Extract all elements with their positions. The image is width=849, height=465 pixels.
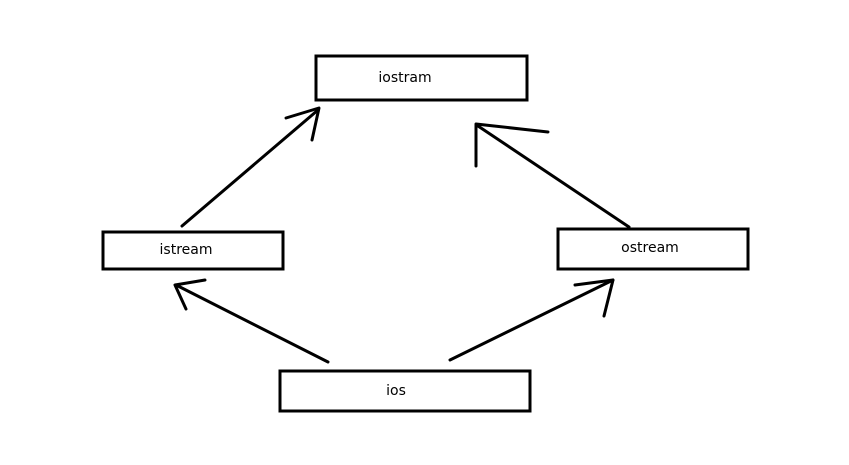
node-box [278,369,532,413]
node-ios: ios [278,369,532,413]
arrowhead [474,122,550,168]
edge-ostream-to-iostram [474,122,631,229]
node-label: ios [386,383,406,399]
arrowhead [573,278,615,318]
arrowhead [173,278,207,311]
arrow-shaft [448,278,615,362]
node-iostram: iostram [314,54,529,102]
arrowhead [284,106,321,142]
edge-ios-to-istream [173,278,330,364]
node-istream: istream [101,230,285,271]
arrow-shaft [476,124,631,229]
edge-istream-to-iostram [180,106,321,228]
node-box [556,227,750,271]
node-label: istream [160,242,213,258]
arrow-shaft [174,283,330,364]
node-box [101,230,285,271]
arrow-shaft [180,108,320,228]
node-label: ostream [621,240,679,256]
node-label: iostram [378,70,431,86]
node-ostream: ostream [556,227,750,271]
edge-ios-to-ostream [448,278,615,362]
node-box [314,54,529,102]
